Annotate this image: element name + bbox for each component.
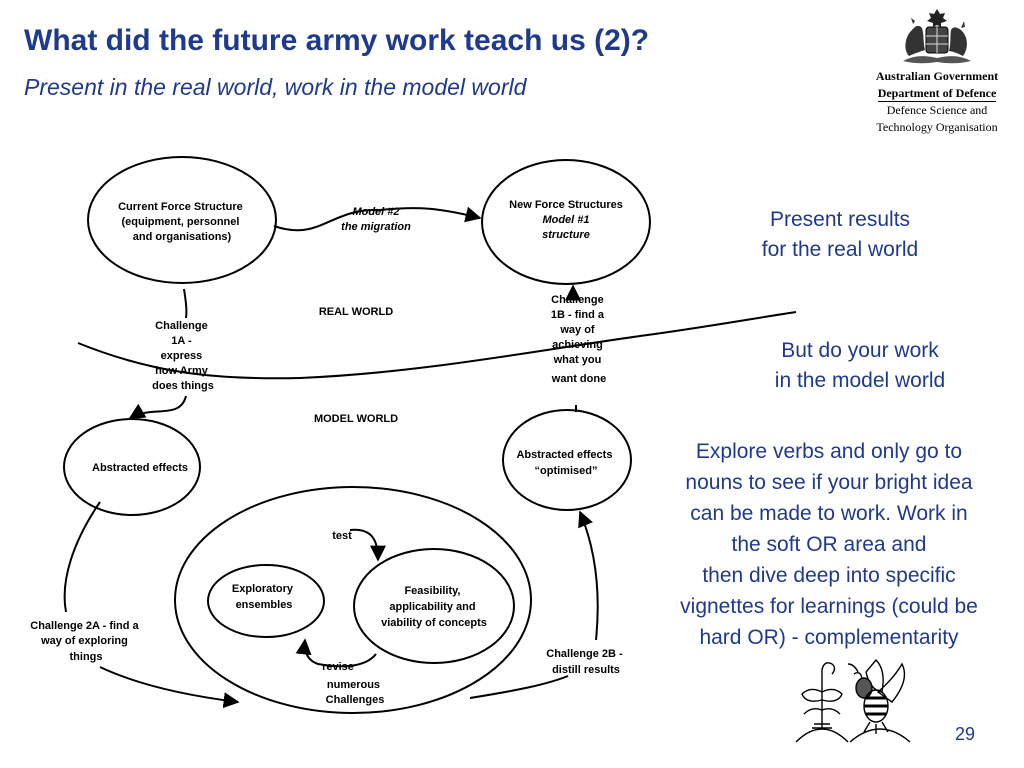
slide-title: What did the future army work teach us (… (24, 24, 650, 57)
defence-logo: Australian Government Department of Defe… (862, 6, 1012, 136)
new-force-structure: structure (542, 229, 590, 241)
abstracted-effects-label: Abstracted effects (92, 462, 188, 474)
revise-label: revise (322, 661, 354, 673)
challenge-2b-label: Challenge 2B - distill results (546, 648, 625, 676)
model-work-text: But do your work in the model world (774, 339, 946, 392)
challenge-2a-arrow-lower (99, 666, 240, 709)
model-world-label: MODEL WORLD (314, 413, 398, 425)
abstracted-optimised-label: Abstracted effects “optimised” (516, 449, 615, 477)
exploratory-label: Exploratory ensembles (232, 583, 296, 611)
model2-migration: the migration (341, 221, 411, 233)
challenge-1b-label: Challenge 1B - find a way of achieving w… (551, 294, 607, 385)
slide-subtitle: Present in the real world, work in the m… (24, 74, 527, 100)
challenge-2b-arrow-lower (469, 675, 569, 699)
world-boundary-line (77, 311, 797, 380)
logo-line-government: Australian Government (875, 69, 999, 83)
challenge-1a-label: Challenge 1A - express how Army does thi… (152, 320, 214, 392)
feasibility-label: Feasibility, applicability and viability… (381, 585, 487, 629)
migration-arrow (273, 206, 482, 232)
abstracted-effects-oval (63, 418, 201, 516)
present-results-text: Present results for the real world (761, 208, 919, 261)
new-force-oval (481, 159, 651, 285)
current-force-oval (87, 156, 277, 284)
logo-line-dsto-2: Technology Organisation (876, 120, 998, 134)
logo-line-dsto-1: Defence Science and (886, 103, 988, 117)
explore-text: Explore verbs and only go to nouns to se… (680, 440, 978, 649)
challenge-1a-arrow (128, 395, 187, 419)
real-world-label: REAL WORLD (319, 306, 393, 318)
new-force-label: New Force Structures (509, 199, 623, 211)
challenge-2b-arrow (578, 510, 599, 641)
current-force-label: Current Force Structure (equipment, pers… (118, 201, 246, 243)
revise-arrow (295, 638, 377, 668)
numerous-challenges-label: numerous Challenges (326, 679, 385, 706)
challenge-2a-arrow (63, 501, 101, 613)
test-arrow (349, 528, 386, 562)
feasibility-oval (353, 548, 515, 664)
test-label: test (332, 530, 352, 542)
coat-of-arms-icon (903, 9, 971, 64)
new-force-model1: Model #1 (542, 214, 589, 226)
model-world-oval (174, 486, 532, 714)
logo-line-department: Department of Defence (877, 86, 997, 102)
challenge-1a-line-top (183, 288, 188, 319)
model2-label: Model #2 (352, 206, 399, 218)
challenge-2a-label: Challenge 2A - find a way of exploring t… (30, 620, 141, 663)
exploratory-oval (207, 564, 325, 638)
plant-and-bee-clipart-icon (795, 658, 911, 743)
abstracted-optimised-oval (502, 409, 632, 511)
page-number: 29 (955, 724, 976, 744)
